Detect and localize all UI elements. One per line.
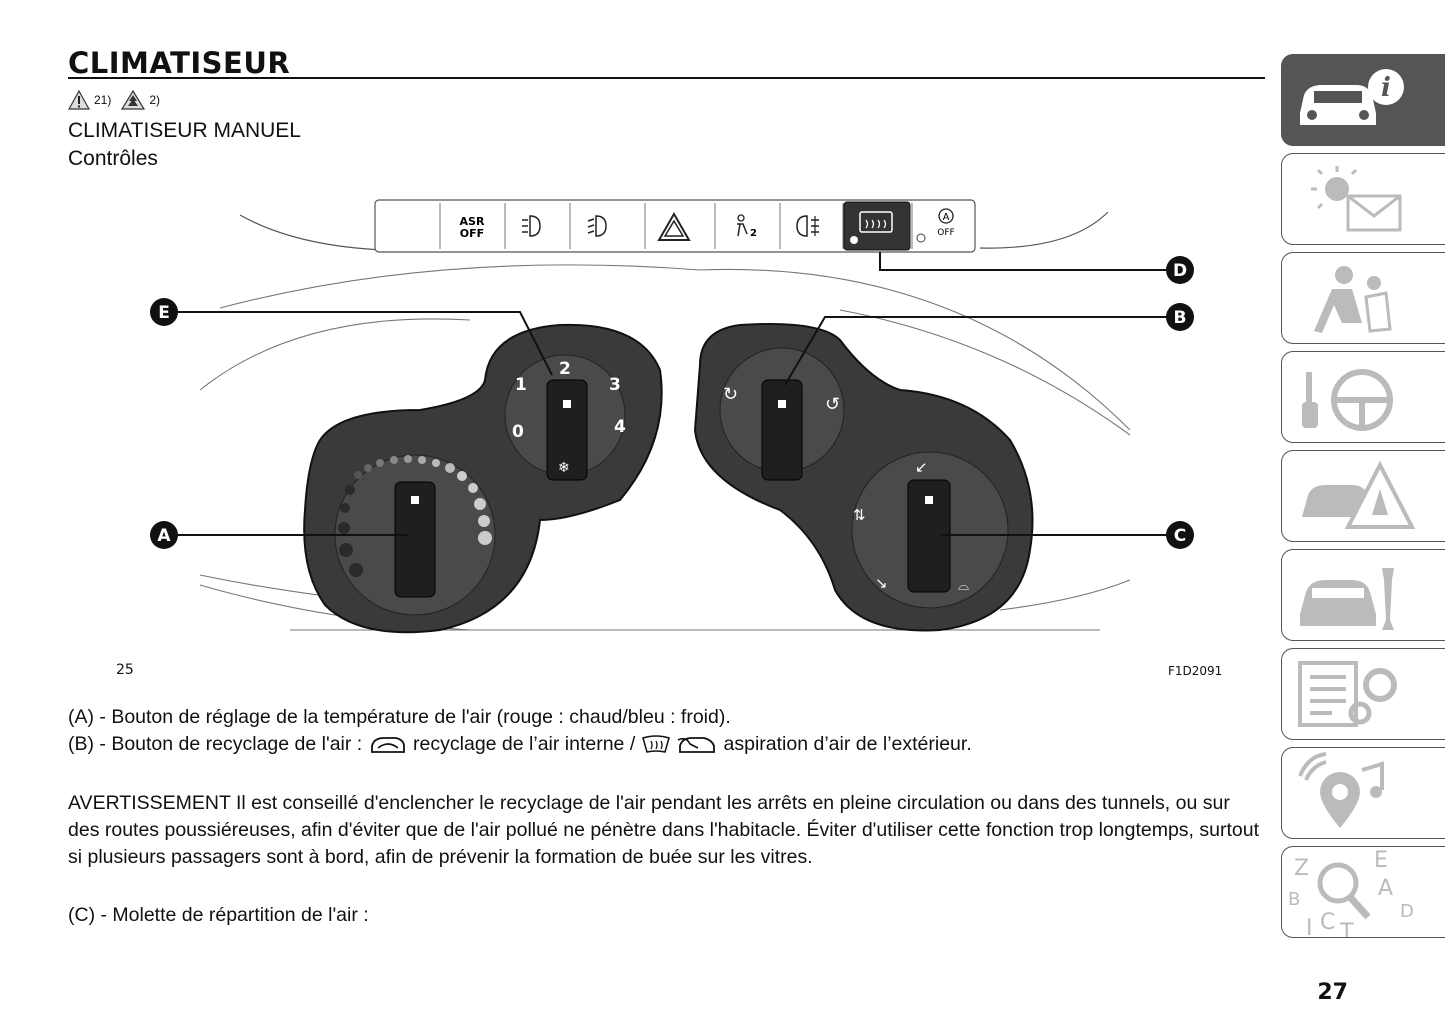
warning-triangle-icon (68, 90, 90, 110)
vent-face-icon: ↙ (915, 459, 928, 476)
vent-feet-icon: ↘ (875, 575, 888, 592)
svg-text:2: 2 (559, 359, 571, 379)
index-letter-e: E (1374, 848, 1388, 873)
start-stop-icon: A OFF (937, 208, 955, 238)
fog-light-rear-icon (587, 215, 607, 237)
hazard-icon (657, 211, 691, 241)
seat-airbag-icon (1314, 266, 1392, 333)
svg-text:4: 4 (614, 417, 626, 437)
callout-D: D (1166, 256, 1194, 284)
svg-text:OFF: OFF (937, 228, 954, 238)
fog-light-front-icon (522, 215, 541, 237)
svg-text:3: 3 (609, 375, 621, 395)
index-letter-i: I (1306, 916, 1313, 938)
tab-emergency[interactable] (1281, 450, 1445, 542)
car-info-icon: i (1300, 69, 1404, 125)
tab-index[interactable]: Z E A B D I C T (1281, 846, 1445, 938)
index-letter-a: A (1378, 876, 1393, 901)
tab-starting-driving[interactable] (1281, 351, 1445, 443)
vent-face-feet-icon: ⇅ (853, 507, 866, 524)
figure-code: F1D2091 (1168, 664, 1223, 678)
recirculation-knob (761, 379, 803, 481)
climate-controls-figure: ASR OFF 2 (150, 199, 1194, 634)
description-b-part3: aspiration d’air de l’extérieur. (723, 733, 972, 755)
warning-references: 21) 2) (68, 90, 160, 110)
tab-multimedia[interactable] (1281, 747, 1445, 839)
index-letter-c: C (1320, 910, 1335, 935)
environment-warning-icon (121, 90, 146, 110)
callout-C: C (1166, 521, 1194, 549)
description-b-part1: (B) - Bouton de recyclage de l'air : (68, 733, 368, 755)
page-number: 27 (1317, 980, 1348, 1005)
tab-technical-data[interactable] (1281, 648, 1445, 740)
svg-text:A: A (157, 526, 171, 546)
recirc-inside-icon: ↻ (723, 384, 738, 404)
svg-text:2: 2 (750, 228, 757, 239)
index-letter-b: B (1288, 889, 1300, 910)
svg-text:i: i (1381, 73, 1391, 103)
description-c: (C) - Molette de répartition de l'air : (68, 904, 369, 926)
key-steering-icon (1302, 369, 1393, 431)
rear-defrost-button (843, 201, 911, 251)
figure-number: 25 (116, 662, 134, 678)
svg-text:C: C (1174, 526, 1186, 546)
index-letter-t: T (1339, 920, 1354, 938)
car-wrench-icon (1300, 568, 1394, 630)
tab-safety[interactable] (1281, 252, 1445, 344)
warning-triangle-car-icon (1302, 460, 1416, 529)
callout-E: E (150, 298, 178, 326)
svg-text:E: E (158, 303, 170, 323)
data-gears-icon (1298, 661, 1397, 727)
warning-paragraph: AVERTISSEMENT Il est conseillé d'enclenc… (68, 792, 1259, 868)
asr-label-top: ASR (460, 215, 485, 228)
description-b-part2: recyclage de l’air interne / (413, 733, 641, 755)
asr-label-bottom: OFF (460, 227, 484, 240)
ac-snowflake-icon: ❄ (558, 459, 570, 475)
recirculation-inside-icon (370, 736, 405, 753)
index-letter-z: Z (1294, 856, 1309, 881)
warning-ref-2: 2) (149, 93, 161, 107)
svg-text:A: A (943, 212, 950, 223)
warning-ref-1: 21) (94, 93, 112, 107)
index-letter-d: D (1400, 901, 1414, 922)
temperature-knob (394, 481, 436, 598)
lights-message-icon (1311, 166, 1402, 232)
title-rule (68, 77, 1265, 79)
description-a: (A) - Bouton de réglage de la températur… (68, 706, 731, 728)
windscreen-defrost-icon: ⌓ (958, 577, 969, 593)
passenger-airbag-icon: 2 (737, 214, 757, 239)
recirc-outside-icon: ↺ (825, 394, 840, 414)
temperature-led-arc (338, 455, 492, 577)
page-title: CLIMATISEUR (68, 46, 291, 80)
subsection-title: Contrôles (68, 147, 158, 170)
svg-text:D: D (1173, 261, 1187, 281)
description-b: (B) - Bouton de recyclage de l'air : rec… (68, 731, 972, 758)
callout-A: A (150, 521, 178, 549)
svg-text:B: B (1174, 308, 1187, 328)
svg-text:1: 1 (515, 375, 527, 395)
tab-car-info[interactable]: i (1281, 54, 1445, 146)
windscreen-defrost-icon (641, 735, 670, 753)
index-search-icon: Z E A B D I C T (1288, 848, 1414, 938)
switch-panel: ASR OFF 2 (374, 199, 976, 253)
svg-text:0: 0 (512, 422, 524, 442)
tab-maintenance[interactable] (1281, 549, 1445, 641)
outside-air-intake-icon (677, 736, 715, 753)
multimedia-icon (1298, 752, 1384, 828)
callout-B: B (1166, 303, 1194, 331)
section-title: CLIMATISEUR MANUEL (68, 119, 301, 142)
tab-lights-messages[interactable] (1281, 153, 1445, 245)
fan-speed-knob (546, 379, 588, 481)
rear-fog-icon (796, 215, 819, 237)
